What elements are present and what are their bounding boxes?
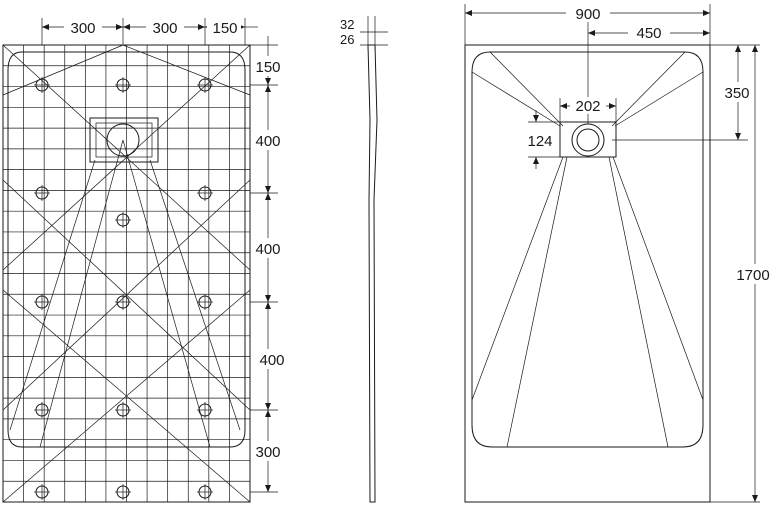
support-diagonal <box>2 44 124 96</box>
drain-hole <box>106 123 140 157</box>
support-diagonals <box>2 44 251 503</box>
support-diagonal <box>9 159 96 431</box>
support-diagonal <box>122 139 211 448</box>
dim-label-26: 26 <box>340 32 354 47</box>
tray-basin <box>471 51 704 448</box>
support-diagonal <box>2 44 251 271</box>
support-diagonal <box>149 159 241 431</box>
underside-grid-view <box>2 44 251 503</box>
dim-label-150-v: 150 <box>255 59 280 76</box>
dim-label-300-b: 300 <box>152 20 177 37</box>
drain-housing <box>89 117 159 163</box>
dim-label-300-v: 300 <box>255 444 280 461</box>
support-diagonal <box>2 179 251 411</box>
support-diagonal <box>2 289 251 503</box>
dim-label-124: 124 <box>527 133 552 150</box>
tray-profile <box>367 44 378 503</box>
support-diagonal <box>122 44 251 96</box>
support-feet <box>34 77 213 500</box>
drain-housing-inner <box>95 122 153 158</box>
dim-label-150: 150 <box>212 20 237 37</box>
dim-label-400-b: 400 <box>255 241 280 258</box>
drain-cover <box>559 121 617 158</box>
dim-label-202: 202 <box>575 98 600 115</box>
grid-top-dimensions: 300 300 150 <box>41 17 258 45</box>
support-grid <box>2 44 251 503</box>
top-view <box>464 44 711 503</box>
side-profile-view: 32 26 <box>340 16 388 503</box>
tray-inner-rim <box>7 51 246 448</box>
dim-label-32: 32 <box>340 17 354 32</box>
dim-label-300-a: 300 <box>70 20 95 37</box>
dim-label-400-c: 400 <box>259 352 284 369</box>
dim-label-450: 450 <box>636 25 661 42</box>
grid-right-dimensions: 150 400 400 400 300 <box>250 36 291 493</box>
top-view-dimensions: 900 450 350 1700 202 124 <box>464 4 773 503</box>
dim-label-900: 900 <box>575 6 600 23</box>
dim-label-1700: 1700 <box>736 267 769 284</box>
dim-label-350: 350 <box>724 85 749 102</box>
drain-ring-inner <box>576 128 600 152</box>
dim-label-400-a: 400 <box>255 133 280 150</box>
tray-outline-top <box>464 44 711 503</box>
support-diagonal <box>39 139 124 448</box>
